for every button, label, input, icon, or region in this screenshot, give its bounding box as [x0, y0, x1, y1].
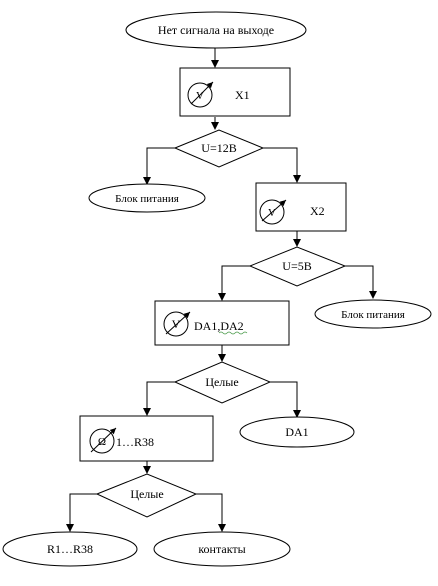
- step-da: V DA1,DA2: [154, 300, 290, 346]
- decision-4: Целые: [95, 473, 198, 518]
- step-x2: V X2: [255, 182, 347, 232]
- svg-text:V: V: [172, 317, 181, 331]
- connector-decision1-power1: [143, 147, 175, 185]
- voltmeter-icon: V: [163, 311, 191, 337]
- result-power-supply-1-label: Блок питания: [115, 193, 179, 205]
- step-x1-label: X1: [235, 88, 250, 102]
- svg-text:Ω: Ω: [98, 436, 106, 448]
- connectors: [66, 48, 377, 532]
- decision-2: U=5В: [248, 246, 347, 287]
- voltmeter-icon: V: [187, 81, 214, 108]
- connector-decision1-x2: [262, 147, 301, 183]
- svg-text:V: V: [268, 207, 276, 219]
- step-da-label: DA1,DA2: [194, 319, 244, 333]
- step-x1: V X1: [179, 67, 291, 117]
- connector-decision3-r: [143, 381, 175, 416]
- decision-2-label: U=5В: [282, 259, 311, 273]
- step-x2-label: X2: [310, 204, 325, 218]
- step-r: Ω 1…R38: [79, 415, 214, 462]
- result-contacts: контакты: [153, 531, 291, 567]
- connector-decision2-power2: [345, 265, 377, 299]
- decision-4-label: Целые: [130, 487, 163, 501]
- connector-decision4-contacts: [196, 493, 226, 532]
- result-contacts-label: контакты: [198, 542, 245, 556]
- result-power-supply-2-label: Блок питания: [341, 309, 405, 321]
- step-r-label: 1…R38: [116, 435, 154, 449]
- result-power-supply-2: Блок питания: [314, 299, 432, 329]
- svg-text:V: V: [196, 90, 204, 102]
- result-r-label: R1…R38: [47, 542, 93, 556]
- connector-decision2-da: [218, 265, 250, 301]
- voltmeter-icon: V: [259, 199, 287, 225]
- decision-3: Целые: [173, 361, 272, 404]
- connector-decision4-r-result: [66, 493, 98, 532]
- ohmmeter-icon: Ω: [89, 427, 117, 454]
- decision-1-label: U=12В: [201, 141, 236, 155]
- result-power-supply-1: Блок питания: [88, 183, 206, 213]
- start-label: Нет сигнала на выходе: [158, 23, 274, 37]
- connector-decision3-da1: [270, 381, 301, 418]
- decision-3-label: Целые: [205, 375, 238, 389]
- result-r: R1…R38: [2, 531, 138, 567]
- start-node: Нет сигнала на выходе: [125, 11, 307, 49]
- result-da1: DA1: [239, 416, 355, 448]
- decision-1: U=12В: [173, 129, 265, 168]
- result-da1-label: DA1: [285, 425, 308, 439]
